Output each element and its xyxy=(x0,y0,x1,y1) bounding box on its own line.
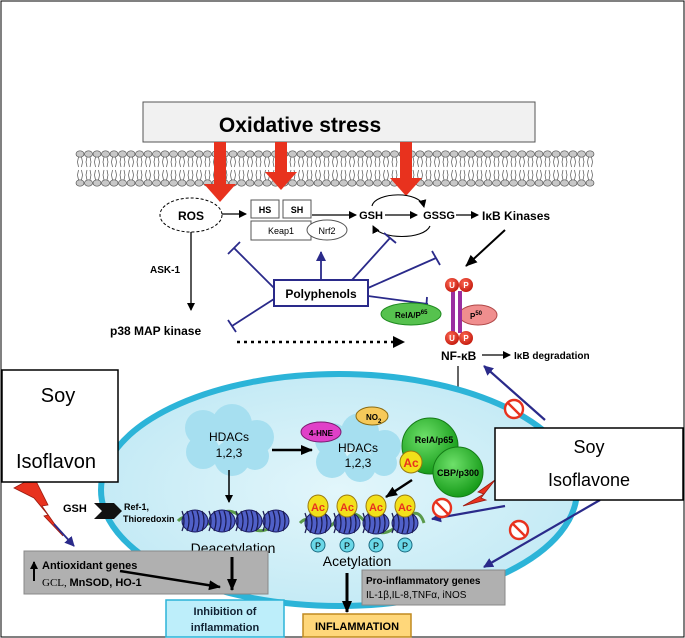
polyphenol-inhibitions xyxy=(227,232,441,333)
cbp-p300-label: CBP/p300 xyxy=(437,468,479,478)
ikb-kinases-label: IκB Kinases xyxy=(482,209,550,223)
soy-right-inhibitions xyxy=(431,365,601,568)
polyphenols-box xyxy=(273,279,369,307)
p-top-label: P xyxy=(463,281,469,290)
hdacs-right-label-2: 1,2,3 xyxy=(345,456,372,470)
soy-isoflavone-callout-right xyxy=(494,427,684,501)
no2-label: NO2 xyxy=(366,413,382,425)
ac-rela-label: Ac xyxy=(403,456,419,470)
u-bottom-label: U xyxy=(449,334,455,343)
hdacs-left-cloud xyxy=(185,404,274,476)
soy-left-lightning xyxy=(13,476,64,537)
inflammation-label: INFLAMMATION xyxy=(315,621,399,633)
page-title: Oxidative stress xyxy=(219,114,381,137)
inhibition-label-1: Inhibition of xyxy=(194,606,257,618)
lipid-membrane xyxy=(75,150,595,187)
soy-left-to-antioxidant-arrow xyxy=(53,523,75,547)
svg-text:P: P xyxy=(402,541,408,551)
hdacs-left-label-1: HDACs xyxy=(209,430,249,444)
gsh-left-label: GSH xyxy=(63,503,87,515)
nrf2-label: Nrf2 xyxy=(318,226,335,236)
no-sign-1-slash xyxy=(507,402,521,416)
sh-label: SH xyxy=(291,205,304,215)
svg-text:P: P xyxy=(373,541,379,551)
ikb-bar-right xyxy=(458,291,462,333)
ref1-label: Ref-1, xyxy=(124,502,149,512)
ros-node xyxy=(159,197,223,233)
chromatin-acetylated: AcP AcP AcP AcP xyxy=(298,494,426,553)
no2-ellipse xyxy=(355,406,389,426)
gsh-label: GSH xyxy=(359,210,383,222)
cbp-p300-circle xyxy=(432,446,484,498)
no-sign-3-slash xyxy=(512,523,526,537)
soy-left-line-1: Soy xyxy=(41,385,75,407)
soy-to-nfkb-inhibition xyxy=(483,365,546,421)
ubiquitin-bottom xyxy=(445,331,459,345)
svg-text:Ac: Ac xyxy=(340,502,354,514)
gsh-cycle-top xyxy=(371,194,427,208)
p50-label: P50 xyxy=(470,311,483,321)
svg-text:Ac: Ac xyxy=(398,502,412,514)
nfkb-complex: RelA/P65 P50 U P U P xyxy=(380,278,498,345)
hdacs-right-label-1: HDACs xyxy=(338,441,378,455)
polyphenols-label: Polyphenols xyxy=(285,287,357,301)
soy-right-line-1: Soy xyxy=(573,437,604,457)
soy-isoflavon-callout-left xyxy=(1,369,119,483)
p-bottom-label: P xyxy=(463,334,469,343)
gsh-cycle-bottom xyxy=(372,225,431,237)
rela-p65-ellipse xyxy=(380,302,442,326)
proinflammatory-genes-label: Pro-inflammatory genes xyxy=(366,576,481,587)
p38-label: p38 MAP kinase xyxy=(110,324,201,338)
phospho-top xyxy=(459,278,473,292)
inhibition-label-2: inflammation xyxy=(191,622,260,634)
hs-box xyxy=(250,199,280,219)
antioxidant-genes-label: Antioxidant genes xyxy=(42,560,137,572)
phospho-bottom xyxy=(459,331,473,345)
antioxidant-to-inhibition-arrow xyxy=(119,569,221,591)
no-sign-2-slash xyxy=(435,501,449,515)
thioredoxin-label: Thioredoxin xyxy=(123,514,175,524)
nfkb-label: NF-κB xyxy=(441,349,477,363)
acetylation-label: Acetylation xyxy=(323,553,391,569)
sh-box xyxy=(282,199,312,219)
soy-to-proinflammatory-inhibition xyxy=(483,499,601,568)
hne-ellipse xyxy=(300,421,342,443)
svg-text:Ac: Ac xyxy=(311,502,325,514)
ask1-label: ASK-1 xyxy=(150,265,180,276)
proinflammatory-genes-box xyxy=(361,569,506,606)
stress-arrows xyxy=(204,142,422,202)
gsh-chevron-2 xyxy=(104,503,122,519)
chromatin-deacetylated xyxy=(176,509,290,533)
soy-right-lightning xyxy=(462,479,496,507)
ikk-to-nfkb-arrow xyxy=(465,229,506,267)
hdacs-left-label-2: 1,2,3 xyxy=(216,446,243,460)
soy-right-line-2: Isoflavone xyxy=(548,470,630,490)
antioxidant-genes-list: GCL, MnSOD, HO-1 xyxy=(42,577,142,589)
gssg-label: GSSG xyxy=(423,210,455,222)
inflammation-box xyxy=(302,613,412,638)
svg-text:P: P xyxy=(344,541,350,551)
inhibition-of-inflammation-box xyxy=(165,599,285,638)
ubiquitin-top xyxy=(445,278,459,292)
hne-label: 4-HNE xyxy=(309,429,334,438)
ac-rela xyxy=(399,450,423,474)
p38-dotted-arrowhead xyxy=(393,336,405,348)
ikb-degradation-label: IκB degradation xyxy=(514,351,590,362)
rela-p65-nuclear-label: RelA/p65 xyxy=(415,435,454,445)
ros-label: ROS xyxy=(178,209,204,223)
ikb-bar-left xyxy=(451,291,455,333)
keap1-label: Keap1 xyxy=(268,226,294,236)
nrf2-node xyxy=(306,219,348,241)
soy-left-line-2: Isoflavon xyxy=(16,451,96,473)
acetylation-arrow xyxy=(385,478,413,499)
svg-text:P: P xyxy=(315,541,321,551)
svg-text:Ac: Ac xyxy=(369,502,383,514)
u-top-label: U xyxy=(449,281,455,290)
proinflammatory-genes-list: IL-1β,IL-8,TNFα, iNOS xyxy=(366,590,467,601)
rela-p65-label: RelA/P65 xyxy=(395,310,428,320)
oxidative-stress-banner xyxy=(142,101,536,143)
hs-label: HS xyxy=(259,205,272,215)
